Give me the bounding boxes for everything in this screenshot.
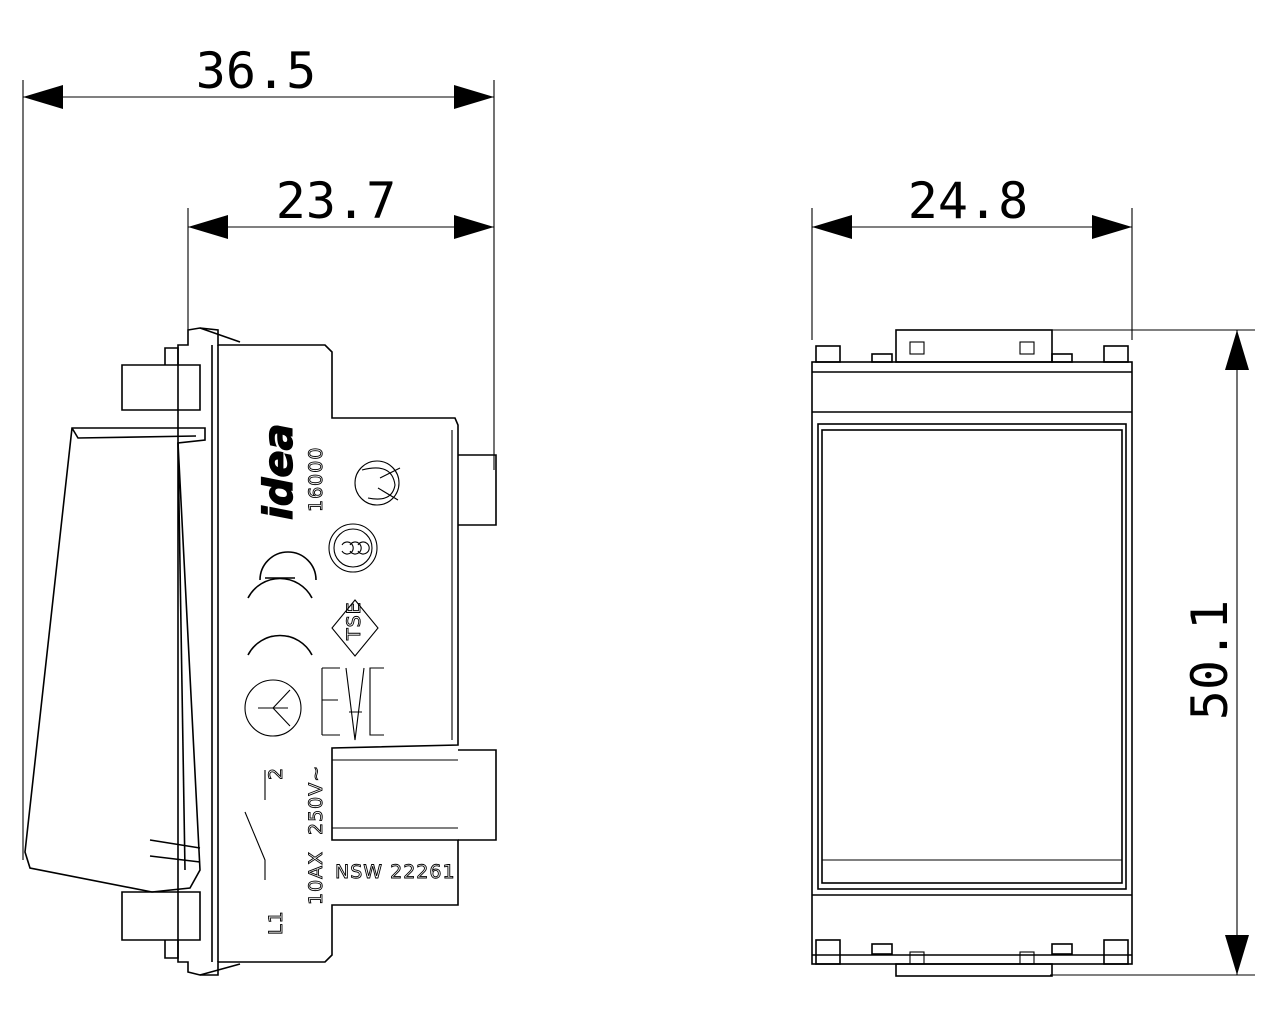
rocker-paddle-detail xyxy=(149,839,201,863)
rocker-face xyxy=(817,423,1127,890)
dimension-label: 36.5 xyxy=(196,42,316,100)
rating-voltage: 250V~ xyxy=(305,765,327,835)
top-lug-left xyxy=(815,345,841,363)
top-notch-right xyxy=(1019,341,1035,355)
dimension-label: 50.1 xyxy=(1181,600,1239,720)
top-clip xyxy=(895,329,1053,363)
rear-terminal-bottom xyxy=(458,749,497,841)
wiring-label-2: 2 xyxy=(265,767,287,780)
rocker-paddle-inner xyxy=(177,442,186,871)
terminal-slot xyxy=(332,759,458,829)
tse-mark-icon: TSE xyxy=(331,599,379,657)
front-frame xyxy=(811,361,1133,965)
top-tab-right xyxy=(1051,353,1073,363)
top-lug-right xyxy=(1103,345,1129,363)
ovalt-mark-icon xyxy=(244,679,302,737)
eac-mark-icon xyxy=(321,667,384,741)
imq-mark-icon xyxy=(354,460,401,506)
arrow-top-icon xyxy=(1225,330,1249,370)
arrow-left-icon xyxy=(188,215,228,239)
wiring-symbol-icon xyxy=(244,770,266,880)
ce-mark-icon xyxy=(247,551,317,656)
ccc-mark-icon xyxy=(328,523,378,573)
arrow-right-icon xyxy=(454,215,494,239)
frame-upper-step xyxy=(121,364,201,411)
dimension-label: 23.7 xyxy=(276,172,396,230)
dimension-body-depth: 23.7 xyxy=(187,172,494,330)
rear-terminal-top xyxy=(458,454,497,526)
dimension-label: 24.8 xyxy=(908,172,1028,230)
bottom-tab-right xyxy=(1051,943,1073,955)
bottom-notch-left xyxy=(909,951,925,965)
tse-label: TSE xyxy=(343,601,365,641)
top-clip xyxy=(199,327,241,343)
arrow-left-icon xyxy=(23,85,63,109)
product-code: NSW 22261 xyxy=(335,861,456,883)
front-view xyxy=(811,329,1133,977)
dimension-front-width: 24.8 xyxy=(811,172,1133,340)
arrow-right-icon xyxy=(1092,215,1132,239)
top-notch-left xyxy=(909,341,925,355)
model-number: 16000 xyxy=(305,447,327,512)
frame-lower-step xyxy=(121,891,201,941)
frame-lower-lug xyxy=(164,940,179,959)
wiring-label-l1: L1 xyxy=(265,910,287,935)
bottom-notch-right xyxy=(1019,951,1035,965)
dimension-total-depth: 36.5 xyxy=(22,42,495,860)
bottom-clip xyxy=(199,963,241,976)
arrow-left-icon xyxy=(812,215,852,239)
arrow-bottom-icon xyxy=(1225,935,1249,975)
rating-current: 10AX xyxy=(305,851,327,905)
top-tab-left xyxy=(871,353,893,363)
bottom-clip xyxy=(895,963,1053,977)
bottom-tab-left xyxy=(871,943,893,955)
brand-logo: idea xyxy=(256,424,302,520)
dimension-front-height: 50.1 xyxy=(1050,329,1255,976)
rocker-paddle xyxy=(24,427,206,893)
rocker-face-inner xyxy=(821,429,1123,884)
bottom-lug-right xyxy=(1103,939,1129,965)
arrow-right-icon xyxy=(454,85,494,109)
bottom-lug-left xyxy=(815,939,841,965)
side-view: idea 16000 TSE xyxy=(24,327,497,976)
rocker-paddle-edge xyxy=(71,427,197,439)
frame-upper-lug xyxy=(164,347,179,365)
